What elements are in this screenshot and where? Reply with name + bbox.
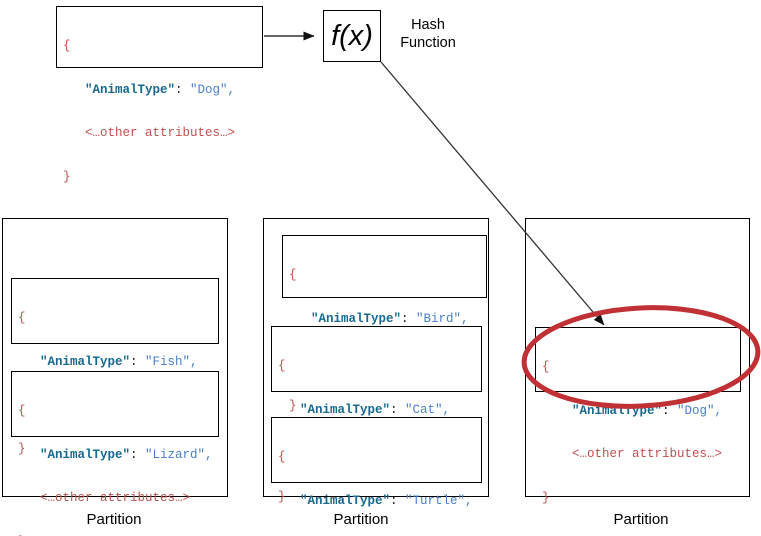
json-key-line: "AnimalType": "Cat",	[272, 403, 481, 418]
json-colon: :	[662, 403, 678, 418]
json-key: "AnimalType"	[311, 311, 402, 326]
record-box-lizard: { "AnimalType": "Lizard", <…other attrib…	[11, 371, 219, 536]
json-open-brace: {	[278, 450, 286, 464]
record-box-turtle: { "AnimalType": "Turtle", <…other attrib…	[271, 417, 482, 508]
partition-label-2: Partition	[333, 511, 389, 528]
json-colon: :	[390, 402, 406, 417]
json-key: "AnimalType"	[40, 447, 131, 462]
json-open-brace: {	[63, 39, 71, 53]
hash-function-symbol: f(x)	[331, 19, 373, 52]
json-close-brace: }	[542, 490, 550, 505]
json-key: "AnimalType"	[572, 403, 663, 418]
json-key: "AnimalType"	[300, 402, 391, 417]
partition-label-1: Partition	[86, 511, 142, 528]
json-key: "AnimalType"	[300, 493, 391, 508]
json-value: "Cat",	[405, 402, 451, 417]
json-colon: :	[401, 311, 417, 326]
json-key-line: "AnimalType": "Dog",	[536, 404, 740, 419]
json-close-brace: }	[289, 398, 297, 413]
json-colon: :	[390, 493, 406, 508]
json-open-brace: {	[18, 311, 26, 325]
record-box-input: { "AnimalType": "Dog", <…other attribute…	[56, 6, 263, 184]
hash-function-label-line2: Function	[400, 35, 456, 51]
hash-function-label-line1: Hash	[411, 17, 445, 33]
partition-box-2: { "AnimalType": "Bird", <…other attribut…	[263, 218, 489, 508]
json-colon: :	[130, 447, 146, 462]
record-box-cat: { "AnimalType": "Cat", <…other attribute…	[271, 326, 482, 504]
record-box-fish: { "AnimalType": "Fish", <…other attribut…	[11, 278, 219, 456]
json-value: "Turtle",	[405, 493, 473, 508]
json-other-attributes: <…other attributes…>	[40, 491, 191, 505]
json-key-line: "AnimalType": "Fish",	[12, 355, 218, 370]
json-key-line: "AnimalType": "Dog",	[57, 83, 262, 98]
json-key-line: "AnimalType": "Turtle",	[272, 494, 481, 509]
json-other-attributes: <…other attributes…>	[85, 126, 236, 140]
json-key-line: "AnimalType": "Bird",	[283, 312, 486, 327]
record-box-bird: { "AnimalType": "Bird", <…other attribut…	[282, 235, 487, 413]
json-key: "AnimalType"	[85, 82, 176, 97]
json-open-brace: {	[542, 360, 550, 374]
hash-function-label: Hash Function	[384, 16, 472, 52]
json-key-line: "AnimalType": "Lizard",	[12, 448, 218, 463]
json-value: "Lizard",	[145, 447, 213, 462]
record-box-dog: { "AnimalType": "Dog", <…other attribute…	[535, 327, 741, 505]
json-value: "Dog",	[677, 403, 723, 418]
json-key: "AnimalType"	[40, 354, 131, 369]
json-value: "Bird",	[416, 311, 469, 326]
json-close-brace: }	[12, 535, 218, 536]
json-open-brace: {	[18, 404, 26, 418]
json-close-brace: }	[18, 441, 26, 456]
json-open-brace: {	[289, 268, 297, 282]
json-other-attributes: <…other attributes…>	[572, 447, 723, 461]
partition-box-3: { "AnimalType": "Dog", <…other attribute…	[525, 218, 750, 505]
json-colon: :	[130, 354, 146, 369]
json-open-brace: {	[278, 359, 286, 373]
json-value: "Fish",	[145, 354, 198, 369]
json-colon: :	[175, 82, 191, 97]
hash-function-box: f(x)	[323, 10, 381, 62]
partition-box-1: { "AnimalType": "Fish", <…other attribut…	[2, 218, 228, 536]
json-close-brace: }	[63, 169, 71, 184]
partition-label-3: Partition	[613, 511, 669, 528]
json-value: "Dog",	[190, 82, 236, 97]
json-close-brace: }	[278, 489, 286, 504]
